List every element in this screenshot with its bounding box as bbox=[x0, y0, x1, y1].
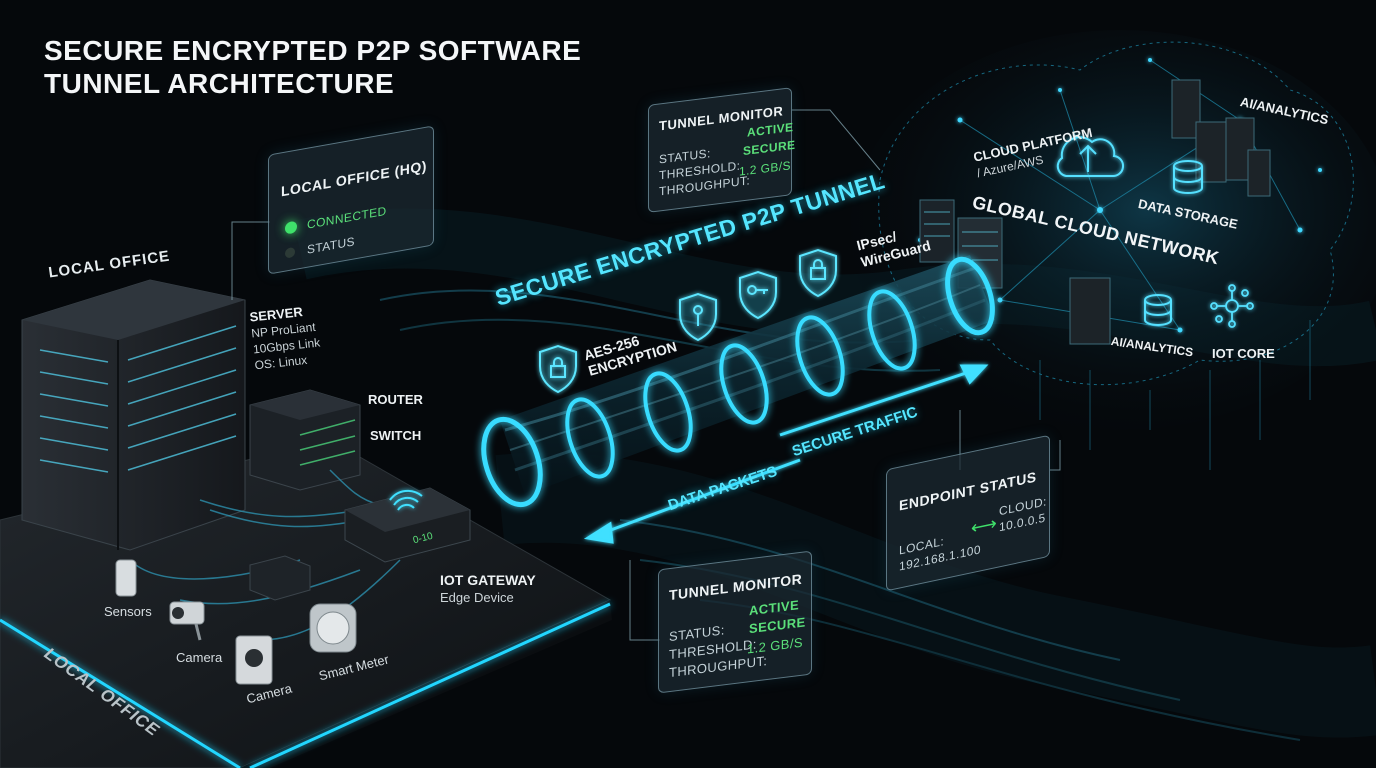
camera-label-1: Camera bbox=[176, 650, 223, 665]
cloud-server-rack-right bbox=[1069, 79, 1271, 345]
page-title: SECURE ENCRYPTED P2P SOFTWARE TUNNEL ARC… bbox=[44, 34, 644, 100]
switch-label: SWITCH bbox=[370, 428, 422, 443]
hq-panel-title: LOCAL OFFICE (HQ) bbox=[281, 157, 427, 200]
data-packets-arrow bbox=[583, 458, 801, 544]
monitor-top-threshold-value: SECURE bbox=[743, 137, 796, 159]
database-icon-bottom bbox=[1144, 294, 1172, 326]
server-rack-icon bbox=[21, 279, 246, 551]
camera-device-2 bbox=[235, 635, 273, 685]
connected-indicator bbox=[285, 220, 297, 235]
cloud-upload-icon bbox=[1056, 136, 1124, 178]
tunnel-monitor-bottom-panel: TUNNEL MONITOR STATUS: ACTIVE THRESHOLD:… bbox=[658, 550, 812, 694]
key-shield-icon bbox=[679, 292, 717, 342]
title-line-2: TUNNEL ARCHITECTURE bbox=[44, 68, 395, 99]
monitor-bottom-threshold-value: SECURE bbox=[749, 614, 806, 637]
small-router-device bbox=[249, 555, 311, 601]
lock-shield-icon bbox=[539, 344, 577, 394]
iot-core-label: IOT CORE bbox=[1212, 346, 1275, 361]
router-label: ROUTER bbox=[368, 392, 423, 407]
monitor-top-status-value: ACTIVE bbox=[747, 119, 794, 140]
cloud-drop-lines bbox=[1039, 320, 1311, 470]
database-icon-top bbox=[1173, 160, 1203, 194]
sensor-device bbox=[115, 559, 137, 597]
secure-traffic-arrow bbox=[779, 364, 989, 437]
lock-icon bbox=[799, 248, 837, 298]
smart-meter-device bbox=[309, 603, 357, 653]
server-label-group: SERVER NP ProLiant 10Gbps Link OS: Linux bbox=[249, 303, 323, 374]
key-icon bbox=[739, 270, 777, 320]
tunnel-monitor-top-panel: TUNNEL MONITOR STATUS: ACTIVE THRESHOLD:… bbox=[648, 87, 796, 213]
title-line-1: SECURE ENCRYPTED P2P SOFTWARE bbox=[44, 35, 582, 66]
iot-gateway-device bbox=[344, 487, 471, 563]
iot-gateway-subtitle: Edge Device bbox=[440, 590, 514, 605]
iot-gateway-title: IOT GATEWAY bbox=[440, 572, 536, 588]
router-switch-stack bbox=[249, 389, 361, 491]
endpoint-swap-arrow-icon: ⟷ bbox=[971, 512, 997, 539]
tunnel-glow-rings bbox=[481, 256, 995, 508]
connected-label: CONNECTED bbox=[307, 203, 387, 232]
status-label: STATUS bbox=[307, 234, 355, 257]
status-indicator bbox=[285, 246, 295, 259]
camera-device-1 bbox=[169, 601, 205, 641]
iot-gateway-label: IOT GATEWAY Edge Device bbox=[440, 572, 536, 606]
monitor-top-throughput-value: 1.2 GB/S bbox=[739, 158, 791, 179]
sensors-label: Sensors bbox=[104, 604, 152, 619]
hub-icon bbox=[1210, 284, 1254, 328]
